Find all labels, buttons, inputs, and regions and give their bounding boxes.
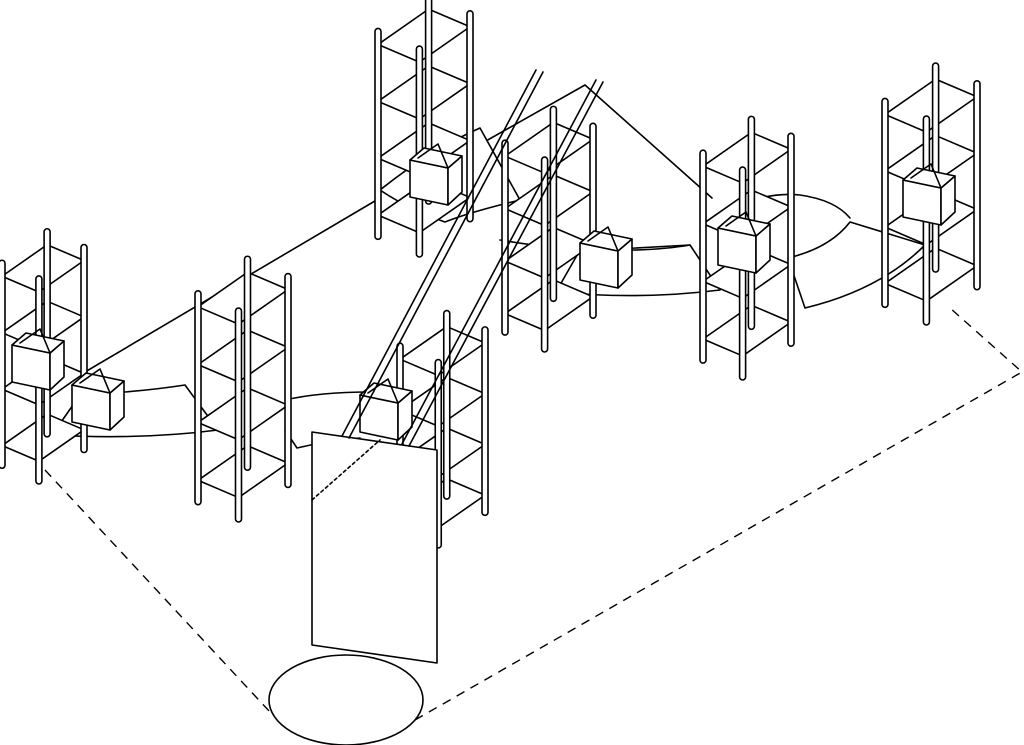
box-flap <box>587 226 619 252</box>
shelf-unit <box>194 255 292 523</box>
shelf <box>197 444 289 499</box>
box-top <box>717 215 771 237</box>
shelf-post <box>787 132 795 348</box>
box <box>902 163 956 226</box>
dashed-edge-right <box>414 307 1024 721</box>
box <box>409 143 463 206</box>
shelf <box>197 387 289 441</box>
shelf <box>702 131 792 184</box>
shelf-post <box>481 326 489 517</box>
shelf-post <box>738 166 747 381</box>
shelf <box>504 121 594 174</box>
shelf-post <box>549 105 558 303</box>
box-top <box>409 147 463 169</box>
walkway-segment <box>787 221 926 309</box>
shelf <box>884 78 978 133</box>
shelf-post <box>43 227 51 438</box>
shelf-post <box>931 62 940 273</box>
box-flap <box>19 328 51 354</box>
shelf-post <box>0 259 6 470</box>
shelf-post <box>466 9 474 223</box>
box-top <box>359 382 413 404</box>
shelf-post <box>540 156 549 353</box>
shelf-post <box>374 27 382 241</box>
shelf-post <box>442 309 451 500</box>
box-top <box>11 332 65 354</box>
box <box>11 328 65 391</box>
shelf-post <box>194 289 202 506</box>
shelf <box>197 329 289 383</box>
dashed-edge-left <box>44 469 271 713</box>
box-flap <box>417 143 449 169</box>
box-top <box>579 230 633 252</box>
box-flap <box>910 163 942 189</box>
floor-boundary <box>44 307 1024 745</box>
vertical-panel <box>311 431 438 664</box>
shelf-post <box>589 122 597 320</box>
box-flap <box>725 211 757 237</box>
shelf <box>377 8 471 63</box>
shelf-post <box>284 272 292 489</box>
shelf-post <box>243 255 252 471</box>
box-top <box>902 167 956 189</box>
panel-projection-line <box>311 439 381 501</box>
guide-line <box>469 84 713 199</box>
shelf-post <box>881 97 889 309</box>
shelf-post <box>699 149 707 364</box>
shelf-post <box>501 139 509 336</box>
ladder-rail-right <box>401 79 604 447</box>
shelf-post <box>973 79 981 291</box>
box <box>71 368 125 431</box>
ladder-rail-left <box>341 69 544 439</box>
box-flap <box>79 368 111 394</box>
shelf <box>377 65 471 120</box>
floor-ellipse <box>268 654 424 745</box>
shelf-unit <box>374 0 474 258</box>
box <box>579 226 633 289</box>
shelf <box>1 243 85 293</box>
shelf-post <box>234 307 243 523</box>
foreground <box>311 69 604 664</box>
shelf <box>197 271 289 325</box>
box <box>717 211 771 274</box>
shelf <box>702 304 792 357</box>
box-top <box>71 372 125 394</box>
